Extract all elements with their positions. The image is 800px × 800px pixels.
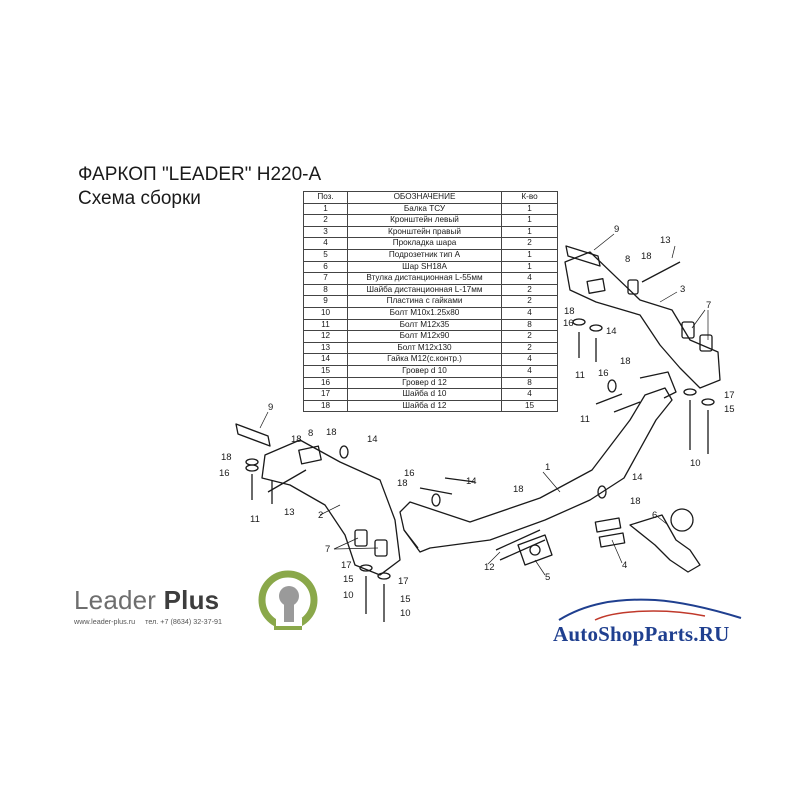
cell-qty: 2 (501, 237, 558, 250)
callout-17: 17 (724, 390, 735, 401)
callout-18: 18 (564, 306, 575, 317)
callout-4: 4 (622, 560, 627, 571)
cell-pos: 2 (303, 214, 348, 227)
nut-plate-right (565, 245, 601, 267)
callout-18: 18 (326, 427, 337, 438)
callout-18: 18 (620, 356, 631, 367)
callout-14: 14 (606, 326, 617, 337)
cell-qty: 1 (501, 214, 558, 227)
diagram-title: ФАРКОП "LEADER" H220-A (78, 164, 322, 185)
autoshopparts-logo: AutoShopParts.RU (553, 622, 730, 646)
callout-9: 9 (614, 224, 619, 235)
diagram-subtitle: Схема сборки (78, 188, 201, 209)
callout-7: 7 (706, 300, 711, 311)
col-header-pos: Поз. (303, 191, 348, 204)
leader-plus-logo: Leader Plus (74, 585, 219, 616)
callout-1: 1 (545, 462, 550, 473)
callout-5: 5 (545, 572, 550, 583)
callout-11: 11 (580, 414, 590, 425)
leader-plus-emblem-icon (258, 570, 318, 630)
callout-12: 12 (484, 562, 495, 573)
callout-10: 10 (690, 458, 701, 469)
callout-8: 8 (308, 428, 313, 439)
callout-16: 16 (598, 368, 609, 379)
callout-18: 18 (221, 452, 232, 463)
callout-15: 15 (724, 404, 735, 415)
callout-16: 16 (404, 468, 415, 479)
parts-table-header: Поз. ОБОЗНАЧЕНИЕ К-во (303, 191, 558, 204)
car-silhouette-icon (558, 598, 742, 621)
phone-number: тел. +7 (8634) 32-37-91 (145, 617, 223, 626)
callout-6: 6 (652, 510, 657, 521)
callout-16: 16 (219, 468, 230, 479)
bracket-left (261, 439, 401, 576)
website-link[interactable]: www.leader-plus.ru (74, 617, 136, 626)
logo-text-leader: Leader (74, 585, 157, 615)
callout-15: 15 (400, 594, 411, 605)
callout-18: 18 (513, 484, 524, 495)
callout-13: 13 (660, 235, 671, 246)
cell-designation: Балка ТСУ (347, 202, 502, 216)
cell-qty: 15 (501, 399, 558, 413)
callout-13: 13 (284, 507, 295, 518)
callout-17: 17 (398, 576, 409, 587)
callout-18: 18 (641, 251, 652, 262)
callout-14: 14 (632, 472, 643, 483)
sleeve-left-a (354, 529, 368, 547)
cell-designation: Кронштейн правый (347, 225, 502, 239)
bracket-right (564, 251, 721, 389)
callout-14: 14 (466, 476, 477, 487)
callout-9: 9 (268, 402, 273, 413)
tow-ball (670, 508, 694, 532)
cell-qty: 1 (501, 202, 558, 216)
callout-16: 16 (563, 318, 574, 329)
logo-text-plus: Plus (163, 585, 220, 615)
col-header-qty: К-во (501, 191, 558, 204)
tow-ball-mount (629, 514, 701, 573)
callout-17: 17 (341, 560, 352, 571)
cell-designation: Прокладка шара (347, 237, 502, 250)
callout-11: 11 (575, 370, 585, 381)
contact-line: www.leader-plus.ru тел. +7 (8634) 32-37-… (74, 617, 230, 626)
callout-10: 10 (343, 590, 354, 601)
callout-11: 11 (250, 514, 260, 525)
callout-14: 14 (367, 434, 378, 445)
col-header-designation: ОБОЗНАЧЕНИЕ (347, 191, 502, 204)
cell-designation: Шайба d 12 (347, 399, 502, 413)
cell-qty: 1 (501, 225, 558, 239)
sleeve-right-a (681, 321, 695, 339)
cell-pos: 18 (303, 399, 348, 413)
callout-18: 18 (630, 496, 641, 507)
socket-plate (517, 534, 553, 566)
towbar-beam (399, 387, 673, 553)
callout-2: 2 (318, 510, 323, 521)
nut-plate-left (235, 423, 271, 447)
callout-7: 7 (325, 544, 330, 555)
callout-8: 8 (625, 254, 630, 265)
callout-10: 10 (400, 608, 411, 619)
callout-18: 18 (291, 434, 302, 445)
callout-3: 3 (680, 284, 685, 295)
callout-15: 15 (343, 574, 354, 585)
sleeve-right-b (699, 334, 713, 352)
callout-18: 18 (397, 478, 408, 489)
